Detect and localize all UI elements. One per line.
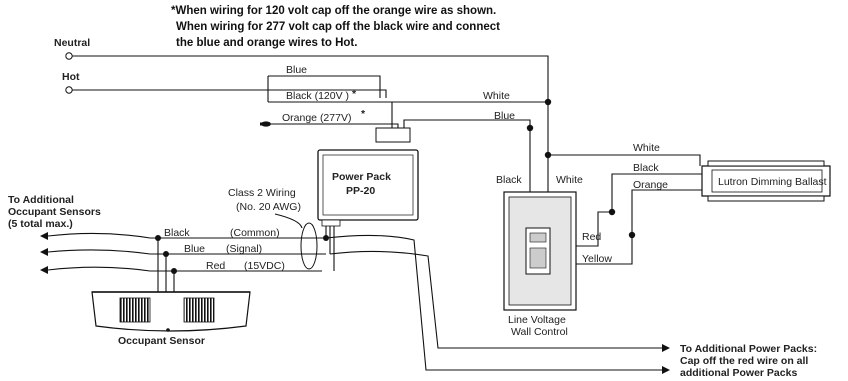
sensor-blue-label: Blue bbox=[184, 243, 205, 255]
sensor-black-label: Black bbox=[164, 227, 190, 239]
pp-blue-label: Blue bbox=[286, 64, 307, 76]
to-pack-common-wire bbox=[325, 234, 664, 371]
neutral-terminal-icon bbox=[65, 52, 73, 60]
sensor-red-label: Red bbox=[206, 260, 225, 272]
power-pack-label-2: PP-20 bbox=[346, 185, 375, 197]
pp-blue-lead bbox=[268, 75, 381, 98]
additional-packs-line-3: additional Power Packs bbox=[680, 367, 797, 379]
pp-orange-lead bbox=[271, 123, 399, 128]
occupant-sensor-label: Occupant Sensor bbox=[118, 335, 205, 347]
yellow-control-lead bbox=[576, 235, 633, 265]
neutral-wire bbox=[72, 55, 549, 155]
class2-label: Class 2 Wiring (No. 20 AWG) bbox=[228, 187, 318, 270]
red-control-lead bbox=[576, 211, 612, 247]
pack-signal-arrow-icon bbox=[662, 344, 670, 352]
power-pack: Power Pack PP-20 bbox=[317, 127, 419, 227]
red-junction-dot bbox=[608, 208, 616, 216]
red-15vdc-wire bbox=[47, 266, 322, 272]
additional-sensors-line-3: (5 total max.) bbox=[8, 218, 73, 230]
black-ballast-lead bbox=[611, 173, 702, 212]
pp-switched-lead bbox=[403, 119, 531, 128]
pp-orange-label: Orange (277V) bbox=[282, 112, 351, 124]
red-label: Red bbox=[582, 231, 601, 243]
additional-packs-note: To Additional Power Packs: Cap off the r… bbox=[680, 343, 817, 379]
to-pack-signal-wire bbox=[329, 250, 664, 349]
hot-terminal-icon bbox=[65, 86, 73, 94]
pp-black-label: Black (120V ) bbox=[286, 90, 349, 102]
sensor-blue-fn: (Signal) bbox=[226, 243, 262, 255]
black-ballast-label: Black bbox=[633, 162, 659, 174]
additional-packs-line-2: Cap off the red wire on all bbox=[680, 355, 808, 367]
wall-control-label-1: Line Voltage bbox=[508, 314, 566, 326]
additional-sensors-line-1: To Additional bbox=[8, 194, 74, 206]
sensor-black-fn: (Common) bbox=[230, 227, 280, 239]
yellow-label: Yellow bbox=[582, 253, 612, 265]
neutral-label: Neutral bbox=[54, 37, 90, 49]
black-common-wire bbox=[47, 232, 326, 239]
pp-black-star: * bbox=[352, 88, 357, 100]
white-top-label: White bbox=[483, 90, 510, 102]
blue-signal-wire bbox=[47, 249, 326, 255]
sensor-red-dot bbox=[171, 268, 177, 274]
pack-common-arrow-icon bbox=[662, 366, 670, 374]
blue-right-label: Blue bbox=[494, 110, 515, 122]
red-arrow-icon bbox=[40, 266, 48, 274]
yellow-junction-dot bbox=[628, 231, 636, 239]
orange-ballast-label: Orange bbox=[633, 179, 668, 191]
ballast-label: Lutron Dimming Ballast bbox=[718, 176, 827, 188]
wiring-note: *When wiring for 120 volt cap off the or… bbox=[171, 5, 500, 49]
orange-ballast-lead bbox=[631, 189, 702, 235]
additional-packs-line-1: To Additional Power Packs: bbox=[680, 343, 817, 355]
class2-label-1: Class 2 Wiring bbox=[228, 187, 296, 199]
class2-leader bbox=[274, 213, 303, 229]
white-to-ballast bbox=[548, 154, 701, 166]
neutral-terminal: Neutral bbox=[54, 37, 90, 60]
note-line-2: When wiring for 277 volt cap off the bla… bbox=[176, 21, 500, 33]
black-right-label: Black bbox=[496, 174, 522, 186]
wall-control-label-2: Wall Control bbox=[511, 326, 568, 338]
pp-orange-star: * bbox=[361, 108, 366, 120]
class2-label-2: (No. 20 AWG) bbox=[236, 201, 301, 213]
note-line-1: *When wiring for 120 volt cap off the or… bbox=[171, 5, 496, 17]
note-line-3: the blue and orange wires to Hot. bbox=[176, 37, 357, 49]
hot-label: Hot bbox=[62, 71, 80, 83]
blue-arrow-icon bbox=[40, 248, 48, 256]
black-arrow-icon bbox=[40, 232, 48, 240]
wall-control: Line Voltage Wall Control bbox=[503, 191, 577, 338]
sensor-lens-right-icon bbox=[183, 297, 215, 323]
sensor-black-dot bbox=[155, 235, 161, 241]
pp-black-lead bbox=[268, 89, 387, 98]
dimming-ballast: Lutron Dimming Ballast bbox=[701, 160, 831, 202]
power-pack-label-1: Power Pack bbox=[332, 171, 391, 183]
white-mid-label: White bbox=[556, 174, 583, 186]
sensor-blue-dot bbox=[163, 251, 169, 257]
occupant-sensor: Occupant Sensor bbox=[91, 291, 251, 347]
additional-sensors-line-2: Occupant Sensors bbox=[8, 206, 101, 218]
additional-sensors-note: To Additional Occupant Sensors (5 total … bbox=[8, 194, 101, 230]
white-ballast-label: White bbox=[633, 142, 660, 154]
sensor-lens-left-icon bbox=[119, 297, 151, 323]
orange-wire-nut-icon bbox=[260, 121, 271, 127]
sensor-red-fn: (15VDC) bbox=[244, 260, 285, 272]
